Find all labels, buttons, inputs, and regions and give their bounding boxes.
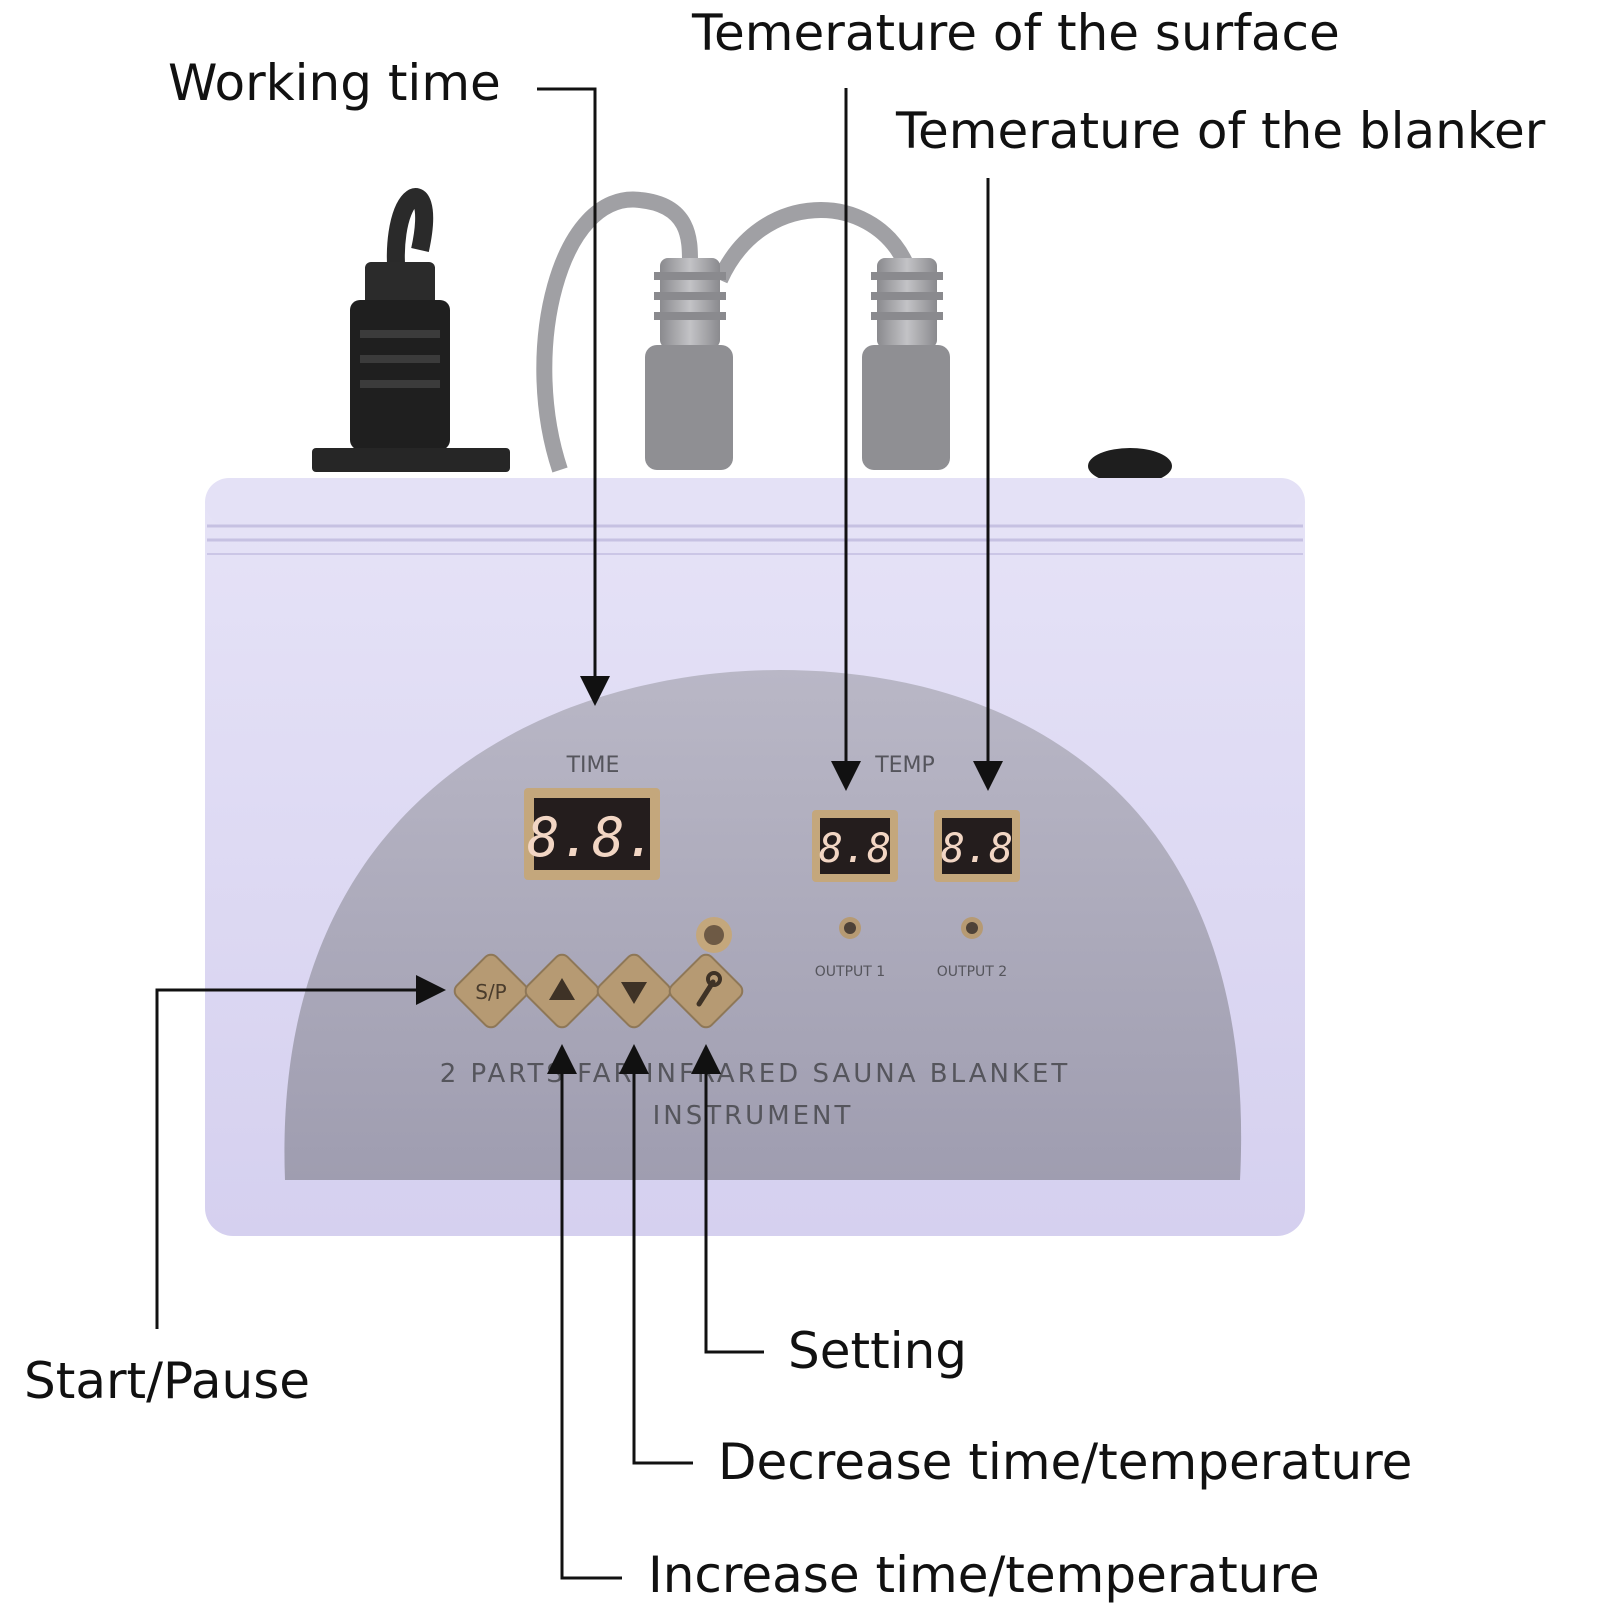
cable-2 — [712, 202, 913, 284]
leader-setting — [691, 1044, 764, 1354]
temp-display-1: 8.8 — [812, 810, 898, 882]
temp-display-2: 8.8 — [934, 810, 1020, 882]
time-display: 8.8. — [524, 788, 660, 880]
start-pause-button-label: S/P — [475, 980, 507, 1004]
callout-lines — [155, 87, 1003, 1580]
brand-line-1: 2 PARTS FAR INFRARED SAUNA BLANKET — [440, 1059, 1071, 1089]
callout-temp-blanker: Temerature of the blanker — [896, 102, 1546, 160]
temp-display-2-value: 8.8 — [941, 826, 1013, 872]
power-switch[interactable] — [1088, 448, 1172, 484]
start-pause-button[interactable]: S/P — [451, 951, 530, 1030]
leader-decrease — [619, 1044, 693, 1465]
time-label: TIME — [566, 753, 620, 778]
callout-temp-surface: Temerature of the surface — [692, 4, 1340, 62]
output-1-label: OUTPUT 1 — [815, 964, 885, 980]
setting-button[interactable] — [666, 951, 745, 1030]
output-2-label: OUTPUT 2 — [937, 964, 1007, 980]
leader-increase — [547, 1044, 622, 1580]
connector-left — [645, 258, 733, 470]
leader-working-time — [537, 87, 610, 706]
callout-start-pause: Start/Pause — [24, 1352, 311, 1410]
connector-right — [862, 258, 950, 470]
control-panel — [284, 670, 1242, 1180]
callout-decrease: Decrease time/temperature — [718, 1433, 1413, 1491]
leader-start-pause — [155, 975, 446, 1329]
down-button[interactable] — [594, 951, 673, 1030]
callout-increase: Increase time/temperature — [648, 1546, 1320, 1604]
callout-working-time: Working time — [168, 54, 501, 112]
wrench-icon — [696, 971, 722, 1007]
temp-display-1-value: 8.8 — [819, 826, 891, 872]
triangle-down-icon — [621, 982, 647, 1004]
up-button[interactable] — [522, 951, 601, 1030]
temp-label: TEMP — [874, 753, 935, 778]
time-display-value: 8.8. — [527, 806, 657, 869]
power-plug — [312, 262, 510, 472]
callout-setting: Setting — [788, 1322, 968, 1380]
triangle-up-icon — [549, 978, 575, 1000]
cable-1 — [536, 191, 698, 473]
brand-line-2: INSTRUMENT — [653, 1101, 854, 1131]
